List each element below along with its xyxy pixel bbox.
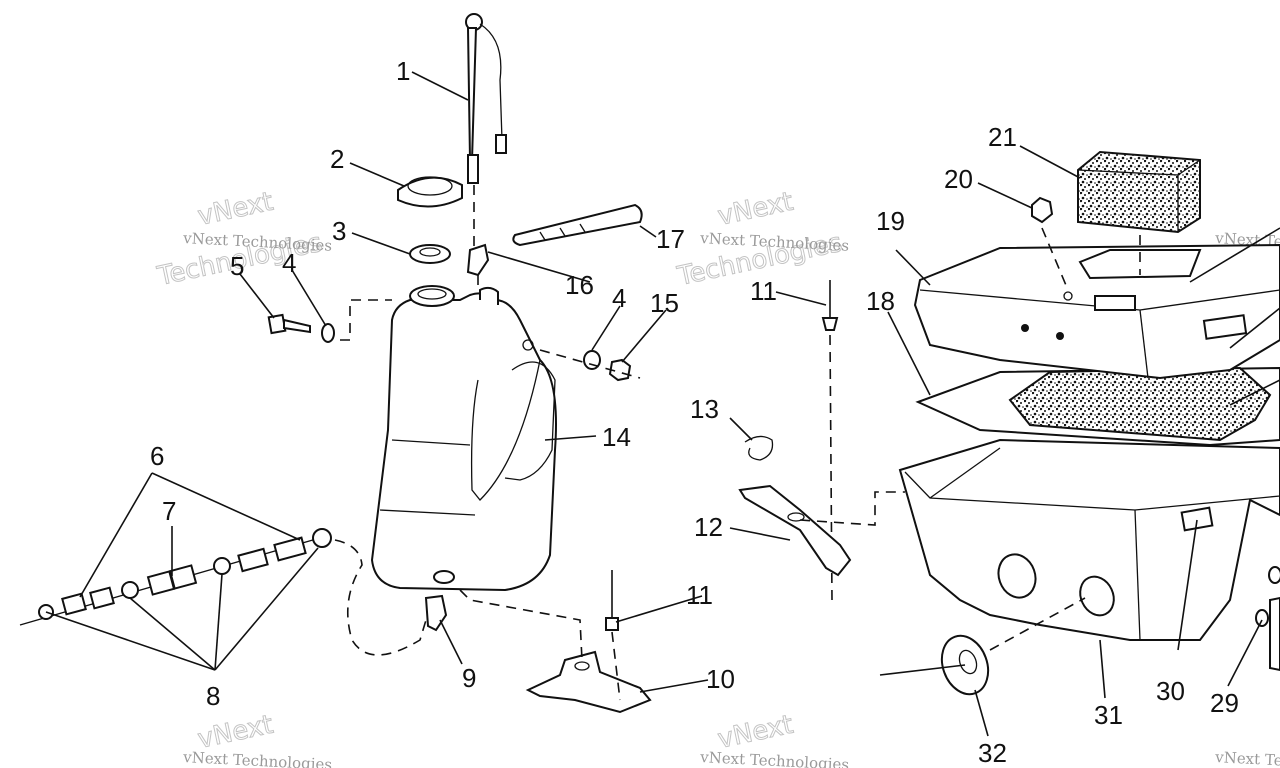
- watermark-text: vNext Technologies: [699, 748, 850, 768]
- callout-10: 10: [706, 664, 735, 694]
- fuel-line-assembly-part: [19, 528, 332, 626]
- watermark-logo: vNext: [715, 187, 796, 232]
- callout-1: 1: [396, 56, 410, 86]
- fuel-cap-part: [397, 176, 463, 208]
- bolt-dashed-path: [340, 299, 392, 341]
- mount-bolt-part: [821, 280, 839, 601]
- vent-hose-part: [512, 203, 643, 247]
- callout-12: 12: [694, 512, 723, 542]
- callout-4: 4: [282, 248, 296, 278]
- callout-15: 15: [650, 288, 679, 318]
- watermark-text: vNext Technologies: [1214, 748, 1280, 768]
- nut-part: [608, 358, 632, 382]
- fitting-29-part: [1255, 566, 1280, 672]
- callout-14: 14: [602, 422, 631, 452]
- fuel-gauge-part: [465, 13, 507, 260]
- callout-7: 7: [162, 496, 176, 526]
- callout-21: 21: [988, 122, 1017, 152]
- airbox-cover-part: [913, 243, 1280, 380]
- callout-2: 2: [330, 144, 344, 174]
- fuel-line-dashed-path: [334, 539, 427, 656]
- watermark-logo: vNext: [715, 710, 796, 755]
- callout-8: 8: [206, 681, 220, 711]
- cap-gasket-part: [409, 244, 451, 264]
- grommet-dashed-path: [989, 597, 1086, 651]
- watermark-logo: vNext: [195, 187, 276, 232]
- callout-17: 17: [656, 224, 685, 254]
- callout-labels: 1 2 3 4 4 5 6 7 8 9 10 11 11 12 13 14 15…: [150, 56, 1239, 768]
- bolt-part: [267, 313, 311, 335]
- callout-29: 29: [1210, 688, 1239, 718]
- callout-13: 13: [690, 394, 719, 424]
- callout-31: 31: [1094, 700, 1123, 730]
- callout-32: 32: [978, 738, 1007, 768]
- callout-16: 16: [565, 270, 594, 300]
- cover-dashed-path: [1041, 227, 1069, 291]
- airbox-base-part: [898, 438, 1280, 641]
- callout-9: 9: [462, 663, 476, 693]
- leader-lines: [45, 71, 1280, 737]
- callout-20: 20: [944, 164, 973, 194]
- callout-3: 3: [332, 216, 346, 246]
- callout-11: 11: [686, 580, 713, 610]
- watermark-text: vNext Technologies: [182, 748, 333, 768]
- washer-part: [321, 323, 601, 370]
- watermark-logo: vNext: [195, 710, 276, 755]
- callout-6: 6: [150, 441, 164, 471]
- callout-18: 18: [866, 286, 895, 316]
- screw-part: [1031, 196, 1054, 224]
- fitting-part: [466, 243, 490, 292]
- fuel-tank-part: [370, 285, 557, 592]
- clip-part: [744, 435, 774, 461]
- bracket-bolt-part: [605, 570, 621, 701]
- filter-tray-part: [915, 366, 1280, 447]
- callout-11: 11: [750, 276, 777, 306]
- callout-30: 30: [1156, 676, 1185, 706]
- callout-4: 4: [612, 283, 626, 313]
- callout-5: 5: [230, 251, 244, 281]
- tank-bracket-part: [459, 589, 652, 714]
- nut-dashed-path: [539, 349, 641, 379]
- filter-foam-part: [1077, 150, 1201, 275]
- mount-bracket-part: [738, 484, 905, 577]
- callout-19: 19: [876, 206, 905, 236]
